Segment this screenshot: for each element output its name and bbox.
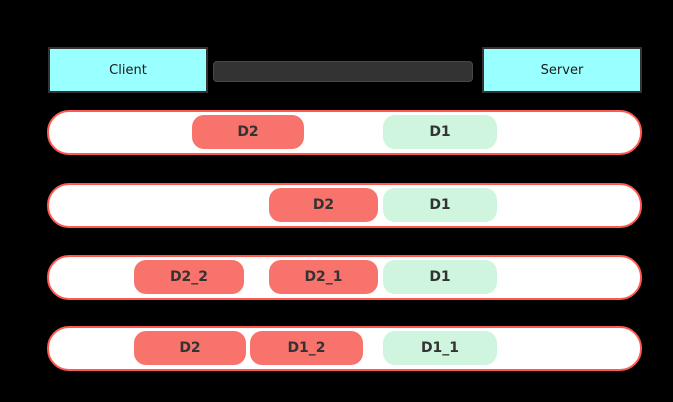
client-server-link-bar: [213, 61, 473, 82]
server-node-label: Server: [540, 62, 584, 78]
client-node-label: Client: [109, 62, 147, 78]
server-node: Server: [482, 47, 642, 93]
data-block-pill: D1_2: [250, 331, 363, 365]
data-block-pill: D2: [269, 188, 378, 222]
data-block-pill: D1: [383, 115, 497, 149]
data-block-pill: D1_1: [383, 331, 497, 365]
data-block-pill: D2: [134, 331, 246, 365]
data-block-pill: D1: [383, 260, 497, 294]
data-block-pill: D2_2: [134, 260, 244, 294]
data-block-pill: D1: [383, 188, 497, 222]
memory-lane-1: D2 D1: [47, 110, 642, 155]
data-block-pill: D2: [192, 115, 304, 149]
client-node: Client: [48, 47, 208, 93]
data-block-pill: D2_1: [269, 260, 378, 294]
